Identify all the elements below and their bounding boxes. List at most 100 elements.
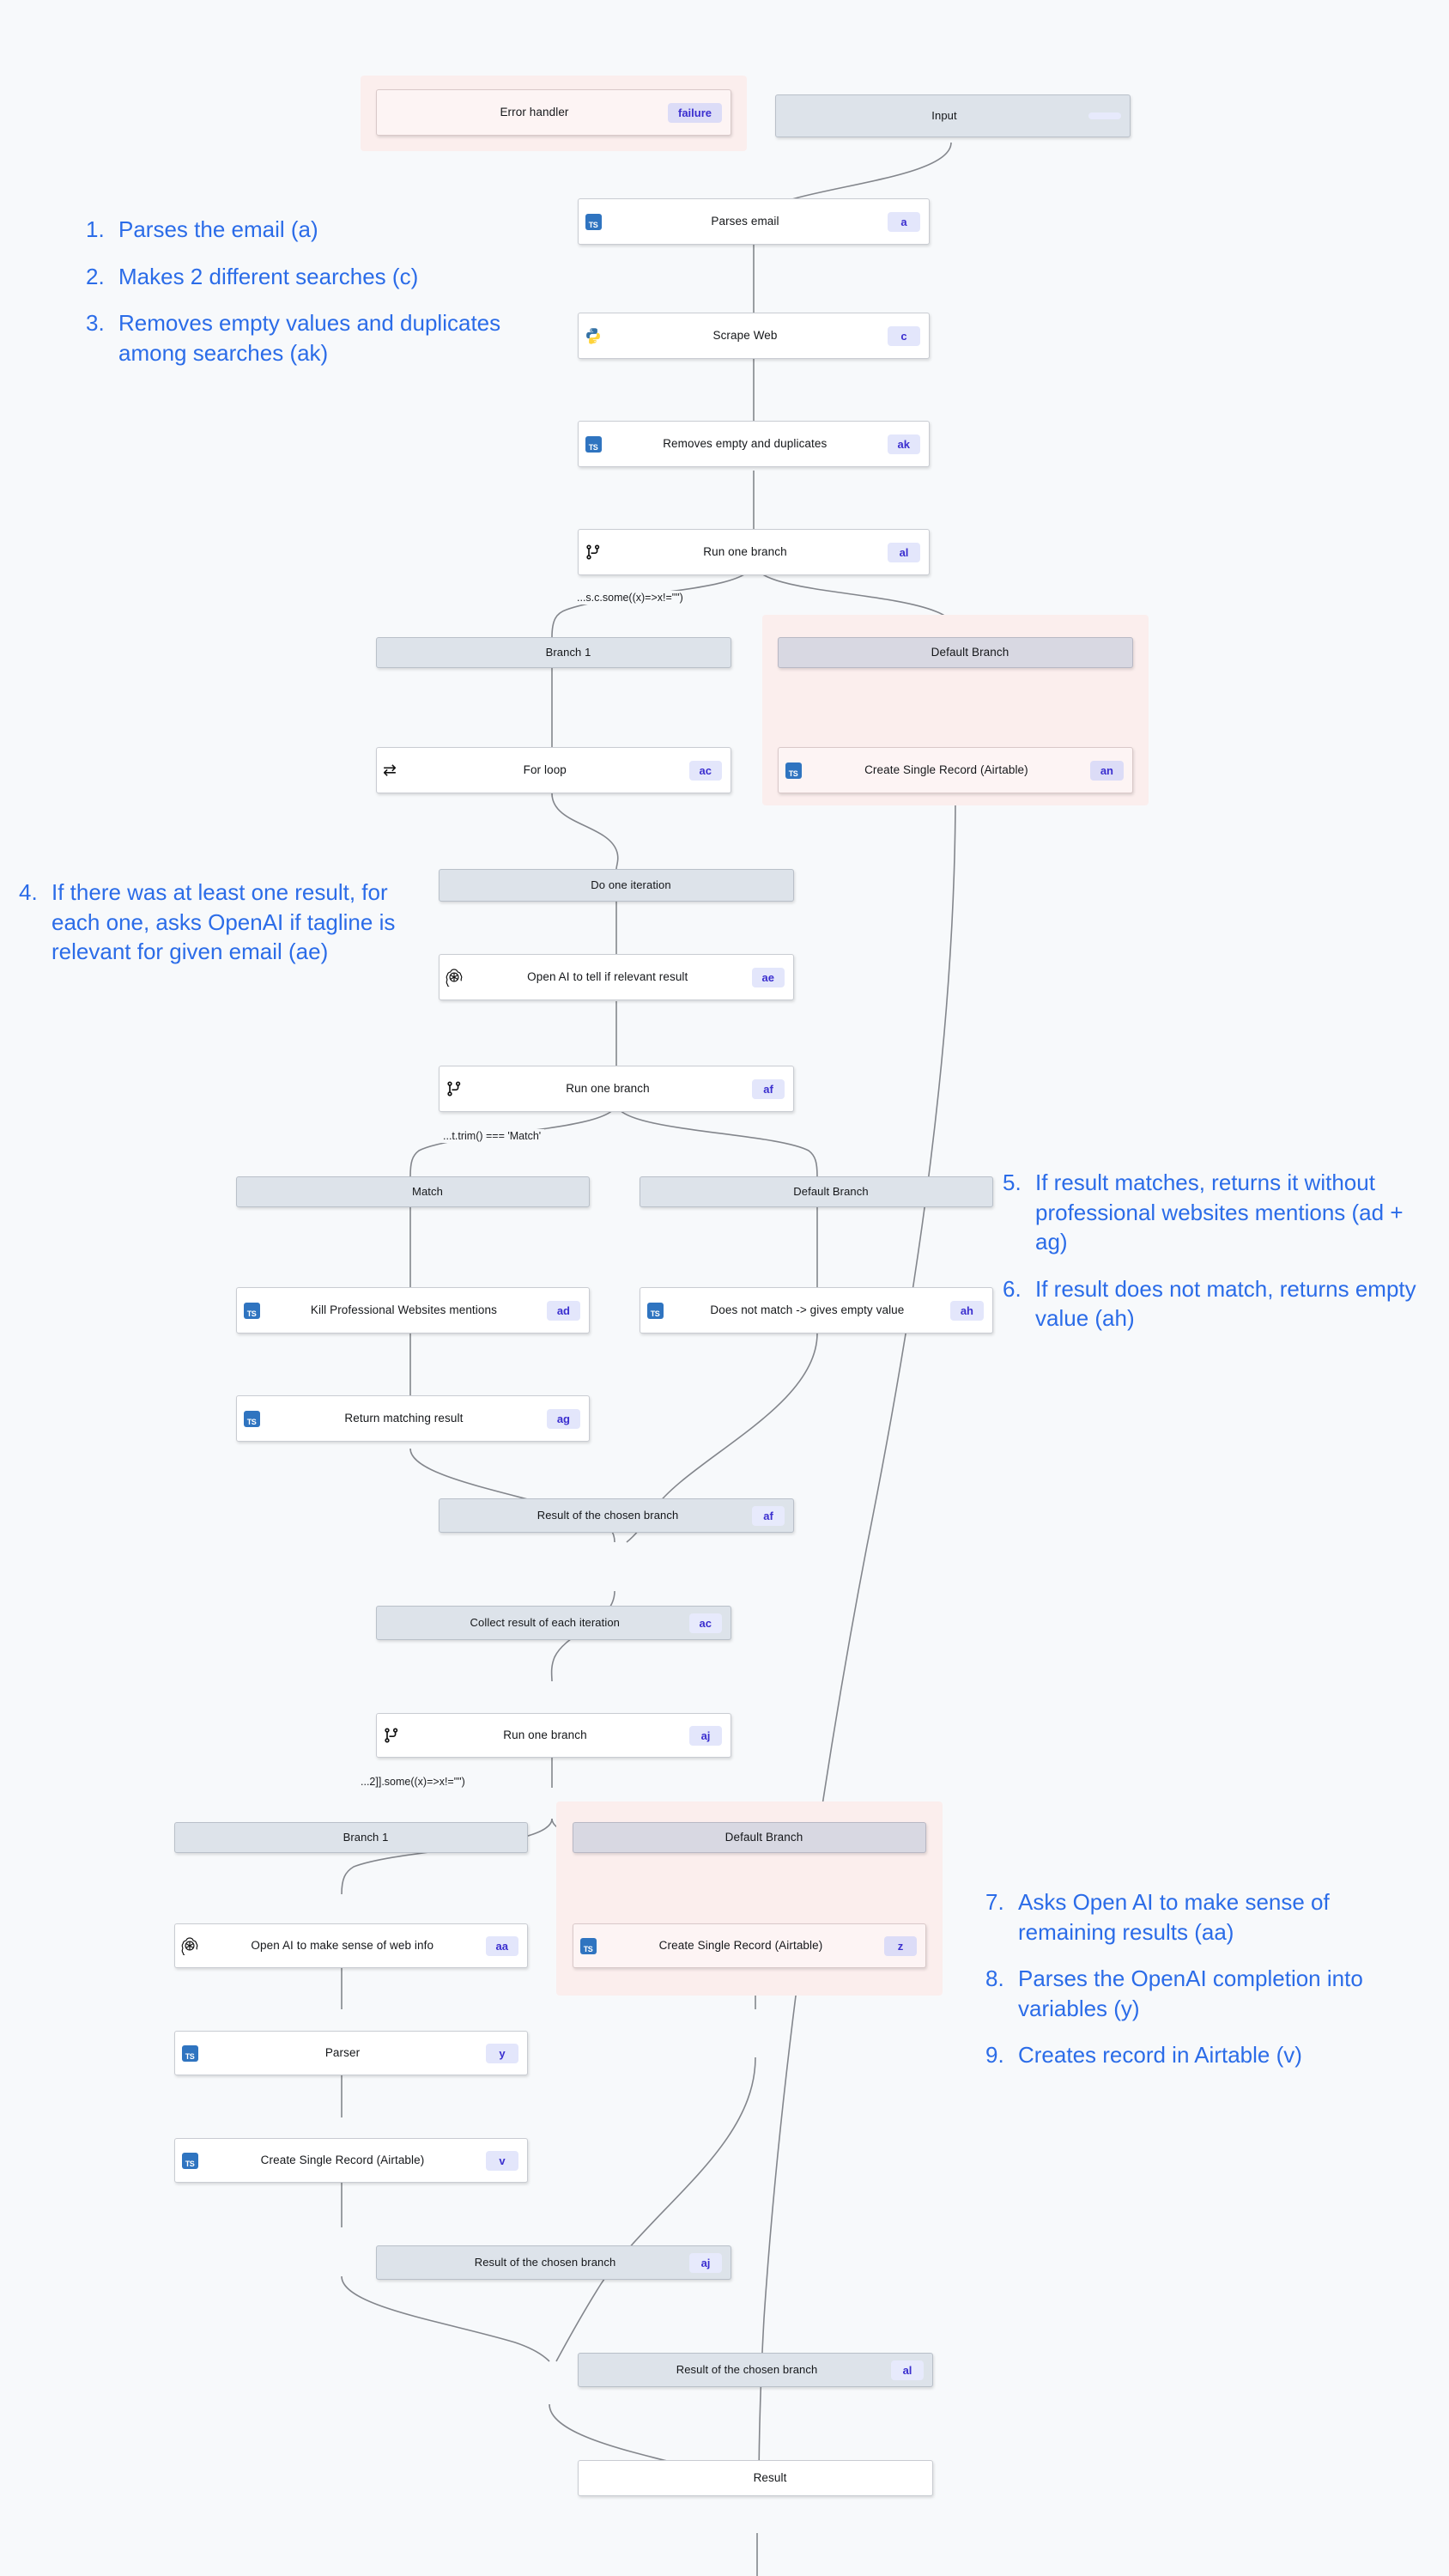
annotation-number: 9. — [985, 2042, 1004, 2069]
python-icon — [579, 327, 608, 344]
annotation-number: 1. — [86, 216, 105, 242]
node-parser[interactable]: TS Parser y — [174, 2031, 528, 2075]
branch-icon — [440, 1080, 469, 1097]
node-badge: c — [888, 325, 920, 346]
openai-icon — [440, 968, 469, 987]
annotation-item: 4.If there was at least one result, for … — [19, 878, 409, 967]
node-badge: ag — [546, 1408, 580, 1429]
annotation-item: 6. If result does not match, returns empt… — [1003, 1274, 1440, 1334]
node-label: Default Branch — [931, 645, 1009, 659]
node-badge: z — [884, 1935, 917, 1956]
node-result-chosen-branch-af[interactable]: Result of the chosen branch af — [439, 1498, 794, 1533]
node-badge: ac — [688, 760, 722, 781]
annotation-item: 7. Asks Open AI to make sense of remainin… — [985, 1887, 1363, 1947]
node-label: Result of the chosen branch — [676, 2362, 818, 2376]
node-label: Run one branch — [566, 1081, 650, 1095]
node-return-matching-result[interactable]: TS Return matching result ag — [236, 1395, 590, 1442]
node-create-record-z[interactable]: TS Create Single Record (Airtable) z — [573, 1923, 926, 1968]
annotation-number: 7. — [985, 1889, 1004, 1915]
annotation-text: Makes 2 different searches (c) — [118, 263, 419, 289]
annotation-text: If result matches, returns it without pr… — [1035, 1170, 1404, 1255]
node-result-chosen-branch-al[interactable]: Result of the chosen branch al — [578, 2353, 933, 2387]
node-badge: af — [752, 1505, 785, 1526]
node-badge: y — [486, 2043, 518, 2063]
node-label: Removes empty and duplicates — [663, 436, 828, 450]
node-result-final[interactable]: Result — [578, 2460, 933, 2496]
node-label: Collect result of each iteration — [470, 1615, 620, 1629]
node-collect-result-each-iteration[interactable]: Collect result of each iteration ac — [376, 1606, 731, 1640]
node-label: Default Branch — [793, 1184, 869, 1198]
node-default-branch-top[interactable]: Default Branch — [778, 637, 1133, 668]
annotation-text: Creates record in Airtable (v) — [1018, 2042, 1302, 2069]
annotation-number: 8. — [985, 1965, 1004, 1992]
annotation-number: 6. — [1003, 1275, 1022, 1302]
node-match-branch[interactable]: Match — [236, 1176, 590, 1207]
annotation-item: 1. Parses the email (a) — [86, 215, 515, 245]
node-badge: v — [486, 2150, 518, 2171]
node-run-one-branch-al[interactable]: Run one branch al — [578, 529, 930, 575]
annotation-number: 2. — [86, 263, 105, 289]
node-openai-make-sense-web-info[interactable]: Open AI to make sense of web info aa — [174, 1923, 528, 1968]
annotation-group-b: 4.If there was at least one result, for … — [19, 878, 409, 967]
node-default-branch-mid[interactable]: Default Branch — [640, 1176, 993, 1207]
node-removes-empty-duplicates[interactable]: TS Removes empty and duplicates ak — [578, 421, 930, 467]
annotation-group-d: 7. Asks Open AI to make sense of remainin… — [985, 1887, 1363, 2070]
node-parses-email[interactable]: TS Parses email a — [578, 198, 930, 245]
node-kill-professional-mentions[interactable]: TS Kill Professional Websites mentions a… — [236, 1287, 590, 1334]
node-badge: af — [752, 1078, 785, 1099]
node-label: Branch 1 — [343, 1830, 389, 1844]
annotation-text: Parses the OpenAI completion into variab… — [1018, 1965, 1363, 2021]
typescript-icon: TS — [175, 2152, 204, 2169]
annotation-text: If result does not match, returns empty … — [1035, 1275, 1416, 1332]
node-branch-1-bottom[interactable]: Branch 1 — [174, 1822, 528, 1853]
condition-label-af: ...t.trim() === 'Match' — [440, 1129, 545, 1143]
node-label: Result of the chosen branch — [537, 1508, 679, 1522]
node-badge: al — [888, 542, 920, 562]
node-create-record-an[interactable]: TS Create Single Record (Airtable) an — [778, 747, 1133, 793]
annotation-item: 8. Parses the OpenAI completion into vari… — [985, 1964, 1363, 2023]
node-input[interactable]: Input — [775, 94, 1131, 137]
node-label: Scrape Web — [712, 328, 778, 342]
annotation-text: Removes empty values and duplicates amon… — [118, 310, 501, 366]
node-badge: ah — [949, 1300, 984, 1321]
annotation-item: 5. If result matches, returns it without … — [1003, 1168, 1440, 1257]
condition-label-aj: ...2]].some((x)=>x!="") — [357, 1775, 469, 1789]
node-badge: aa — [485, 1935, 518, 1956]
node-label: Input — [931, 108, 957, 122]
typescript-icon: TS — [640, 1302, 670, 1319]
node-scrape-web[interactable]: Scrape Web c — [578, 313, 930, 359]
node-label: Open AI to tell if relevant result — [527, 969, 688, 983]
node-do-one-iteration[interactable]: Do one iteration — [439, 869, 794, 902]
node-badge: aj — [689, 2252, 722, 2273]
node-label: Error handler — [500, 105, 569, 118]
loop-icon: ⇄ — [383, 762, 397, 780]
node-badge — [1088, 112, 1121, 119]
node-badge: ad — [546, 1300, 580, 1321]
node-for-loop[interactable]: ⇄ For loop ac — [376, 747, 731, 793]
openai-icon — [175, 1936, 204, 1955]
node-default-branch-bottom[interactable]: Default Branch — [573, 1822, 926, 1853]
annotation-text: Parses the email (a) — [118, 216, 318, 242]
node-badge: ac — [688, 1613, 722, 1633]
annotation-text: Asks Open AI to make sense of remaining … — [1018, 1889, 1330, 1945]
node-branch-1-top[interactable]: Branch 1 — [376, 637, 731, 668]
node-label: Parses email — [711, 214, 779, 228]
node-label: Branch 1 — [545, 645, 591, 659]
annotation-item: 3.Removes empty values and duplicates am… — [86, 308, 515, 368]
node-run-one-branch-af[interactable]: Run one branch af — [439, 1066, 794, 1112]
node-badge: ak — [887, 434, 920, 454]
node-result-chosen-branch-aj[interactable]: Result of the chosen branch aj — [376, 2245, 731, 2280]
annotation-number: 4. — [19, 879, 38, 905]
node-run-one-branch-aj[interactable]: Run one branch aj — [376, 1713, 731, 1758]
node-label: Return matching result — [344, 1411, 464, 1425]
node-label: Does not match -> gives empty value — [710, 1303, 905, 1316]
node-does-not-match-empty[interactable]: TS Does not match -> gives empty value a… — [640, 1287, 993, 1334]
node-openai-relevant-result[interactable]: Open AI to tell if relevant result ae — [439, 954, 794, 1000]
branch-icon — [579, 544, 608, 561]
node-create-record-v[interactable]: TS Create Single Record (Airtable) v — [174, 2138, 528, 2183]
annotation-item: 9. Creates record in Airtable (v) — [985, 2040, 1363, 2070]
annotation-number: 5. — [1003, 1170, 1022, 1195]
node-label: Do one iteration — [591, 878, 671, 891]
node-error-handler[interactable]: Error handler failure — [376, 89, 731, 136]
